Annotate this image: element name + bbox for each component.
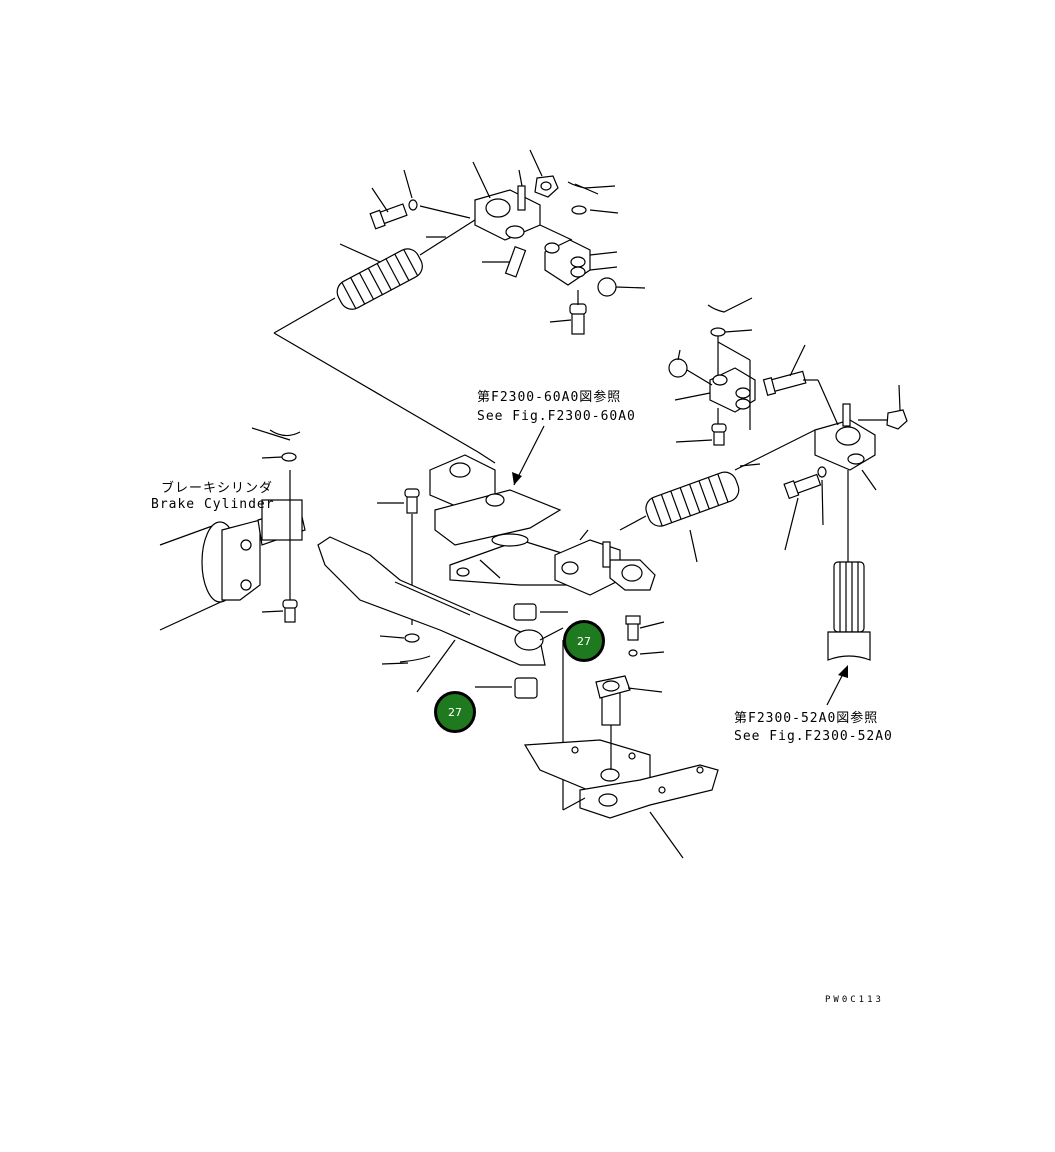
part-callout-27-lower[interactable]: 27 (434, 691, 476, 733)
brake-cylinder-label-jp: ブレーキシリンダ (161, 481, 274, 496)
reference-leader-line (477, 451, 496, 464)
reference-lower-en: See Fig.F2300-52A0 (734, 729, 893, 744)
figure-code: PW0C113 (825, 995, 884, 1005)
reference-lower-jp: 第F2300-52A0図参照 (734, 711, 879, 726)
part-callout-27-upper[interactable]: 27 (563, 620, 605, 662)
brake-cylinder-label-en: Brake Cylinder (151, 497, 275, 512)
brake-cylinder-assembly (159, 427, 719, 859)
middle-bellcrank-assembly (377, 425, 656, 665)
right-spring-assembly (619, 297, 908, 706)
reference-upper-en: See Fig.F2300-60A0 (477, 409, 636, 424)
reference-upper-jp: 第F2300-60A0図参照 (477, 390, 622, 405)
upper-spring-assembly (273, 149, 646, 453)
